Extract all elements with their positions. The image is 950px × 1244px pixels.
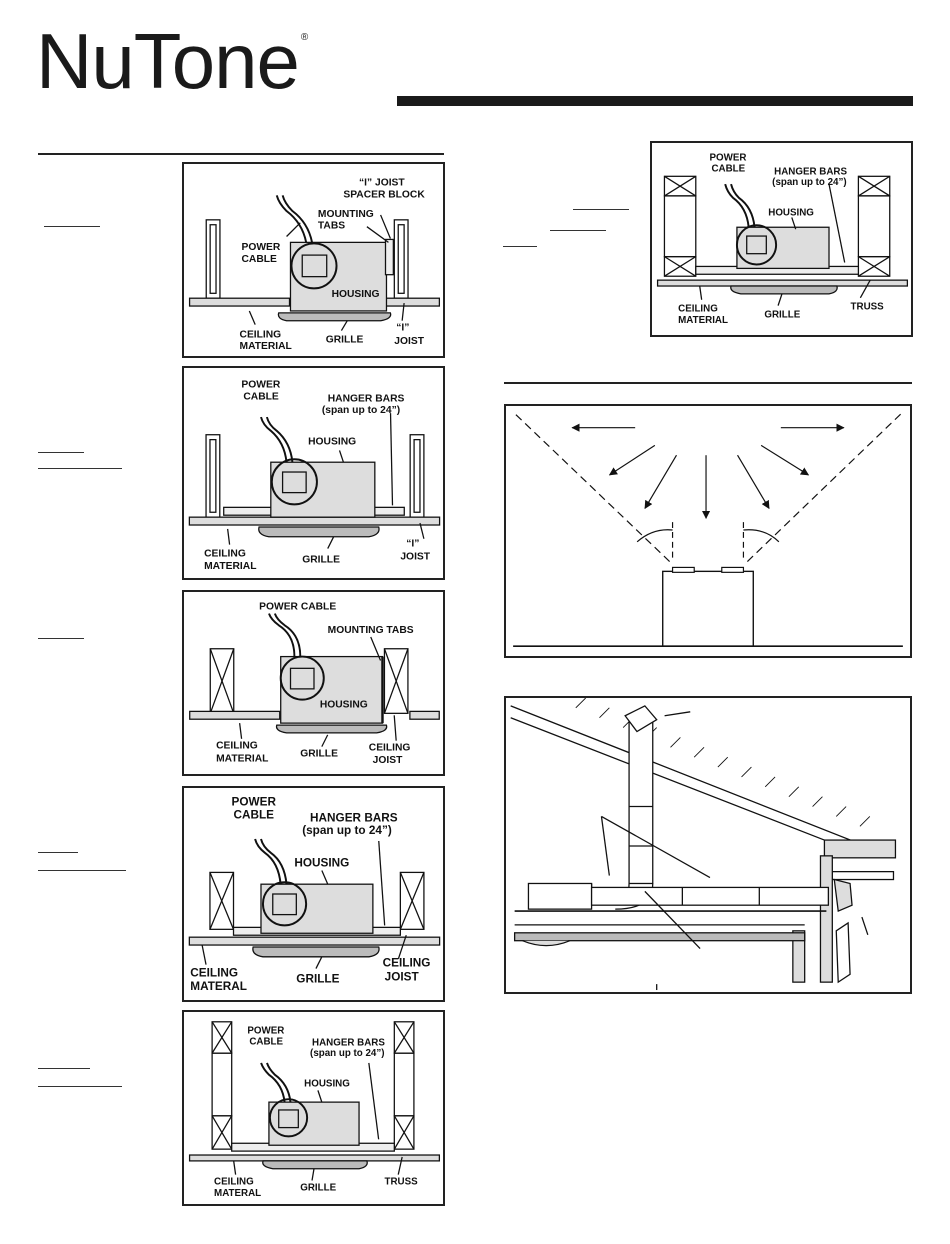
label-grille: GRILLE — [296, 972, 339, 985]
text-underline — [38, 638, 84, 639]
label-grille: GRILLE — [302, 554, 340, 565]
label-materal: MATERAL — [190, 980, 247, 993]
label-cable: CABLE — [711, 163, 745, 174]
label-material: MATERIAL — [678, 315, 728, 326]
label-grille: GRILLE — [326, 334, 364, 345]
label-hanger-bars: HANGER BARS — [774, 166, 847, 177]
text-underline — [38, 1068, 90, 1069]
label-span: (span up to 24”) — [310, 1048, 384, 1059]
label-cable: CABLE — [242, 254, 278, 265]
label-housing: HOUSING — [308, 437, 356, 448]
nutone-logo: NuTone® — [36, 17, 308, 105]
label-material: MATERIAL — [216, 753, 268, 764]
text-underline — [550, 230, 606, 231]
label-cable: CABLE — [234, 808, 275, 821]
label-housing: HOUSING — [320, 699, 368, 710]
label-ceiling: CEILING — [678, 303, 718, 314]
diagram: POWER CABLE HANGER BARS (span up to 24”)… — [188, 1021, 441, 1199]
figure-i-joist-mounting-tabs: “I” JOIST SPACER BLOCK MOUNTING TABS POW… — [182, 162, 445, 358]
label-material: MATERIAL — [240, 341, 292, 352]
text-underline — [38, 468, 122, 469]
text-underline — [38, 1086, 122, 1087]
text-underline — [38, 870, 126, 871]
label-span: (span up to 24”) — [772, 177, 846, 188]
label-ceiling: CEILING — [216, 741, 258, 752]
label-power: POWER — [232, 796, 277, 809]
text-underline — [503, 246, 537, 247]
label-joist: JOIST — [394, 336, 424, 347]
label-joist: JOIST — [373, 755, 403, 766]
label-cable: CABLE — [249, 1036, 283, 1047]
text-underline — [573, 209, 629, 210]
label-power: POWER — [247, 1026, 284, 1037]
label-ceiling: CEILING — [204, 548, 246, 559]
label-materal: MATERAL — [214, 1188, 261, 1199]
header-bar — [397, 96, 913, 106]
label-i: “I” — [396, 323, 409, 334]
diagram: POWER CABLE HANGER BARS (span up to 24”)… — [188, 380, 441, 572]
label-i: “I” — [406, 539, 419, 550]
label-power: POWER — [242, 242, 281, 253]
label-housing: HOUSING — [294, 857, 349, 870]
label-span: (span up to 24”) — [322, 405, 400, 416]
label-material: MATERIAL — [204, 561, 256, 572]
label-housing: HOUSING — [304, 1078, 350, 1089]
figure-ceiling-joist-hanger-bars: POWER CABLE HANGER BARS (span up to 24”)… — [182, 786, 445, 1002]
label-ceiling: CEILING — [190, 966, 238, 979]
label-cable: CABLE — [243, 391, 279, 402]
label-hanger-bars: HANGER BARS — [310, 811, 398, 824]
section-rule-left — [38, 153, 444, 155]
text-underline — [38, 452, 84, 453]
diagram: POWER CABLE MOUNTING TABS HOUSING CEILIN… — [189, 602, 440, 766]
label-ceiling: CEILING — [240, 329, 282, 340]
label-joist: JOIST — [400, 551, 430, 562]
label-grille: GRILLE — [300, 1182, 336, 1193]
label-hanger-bars: HANGER BARS — [328, 393, 405, 404]
label-housing: HOUSING — [768, 207, 814, 218]
text-underline — [44, 226, 100, 227]
label-joist: JOIST — [385, 970, 420, 983]
text-underline — [38, 852, 78, 853]
label-ceiling: CEILING — [369, 743, 411, 754]
label-grille: GRILLE — [764, 309, 800, 320]
section-rule-right — [504, 382, 912, 384]
label-power: POWER — [241, 380, 280, 391]
diagram: “I” JOIST SPACER BLOCK MOUNTING TABS POW… — [188, 178, 441, 352]
figure-truss-hanger-bars: POWER CABLE HANGER BARS (span up to 24”)… — [650, 141, 913, 337]
diagram: POWER CABLE HANGER BARS (span up to 24”)… — [188, 796, 441, 993]
label-ceiling: CEILING — [383, 957, 431, 970]
figure-truss-hanger-bars-small: POWER CABLE HANGER BARS (span up to 24”)… — [182, 1010, 445, 1206]
label-mounting-tabs: MOUNTING TABS — [328, 625, 414, 636]
label-power-cable: POWER CABLE — [259, 602, 336, 613]
label-span: (span up to 24”) — [302, 824, 392, 837]
label-ceiling: CEILING — [214, 1176, 254, 1187]
label-grille: GRILLE — [300, 748, 338, 759]
label-i-joist: “I” JOIST — [359, 178, 405, 189]
figure-roof-duct-installation — [504, 696, 912, 994]
diagram — [510, 698, 897, 991]
figure-airflow-dispersion — [504, 404, 912, 658]
label-tabs: TABS — [318, 221, 345, 232]
label-truss: TRUSS — [851, 302, 885, 313]
label-housing: HOUSING — [332, 289, 380, 300]
figure-i-joist-hanger-bars: POWER CABLE HANGER BARS (span up to 24”)… — [182, 366, 445, 580]
label-power: POWER — [710, 153, 747, 164]
figure-ceiling-joist-mounting-tabs: POWER CABLE MOUNTING TABS HOUSING CEILIN… — [182, 590, 445, 776]
label-hanger-bars: HANGER BARS — [312, 1037, 385, 1048]
label-mounting: MOUNTING — [318, 209, 374, 220]
label-truss: TRUSS — [385, 1176, 419, 1187]
label-spacer-block: SPACER BLOCK — [343, 189, 425, 200]
diagram: POWER CABLE HANGER BARS (span up to 24”)… — [656, 153, 909, 326]
diagram — [513, 413, 903, 647]
